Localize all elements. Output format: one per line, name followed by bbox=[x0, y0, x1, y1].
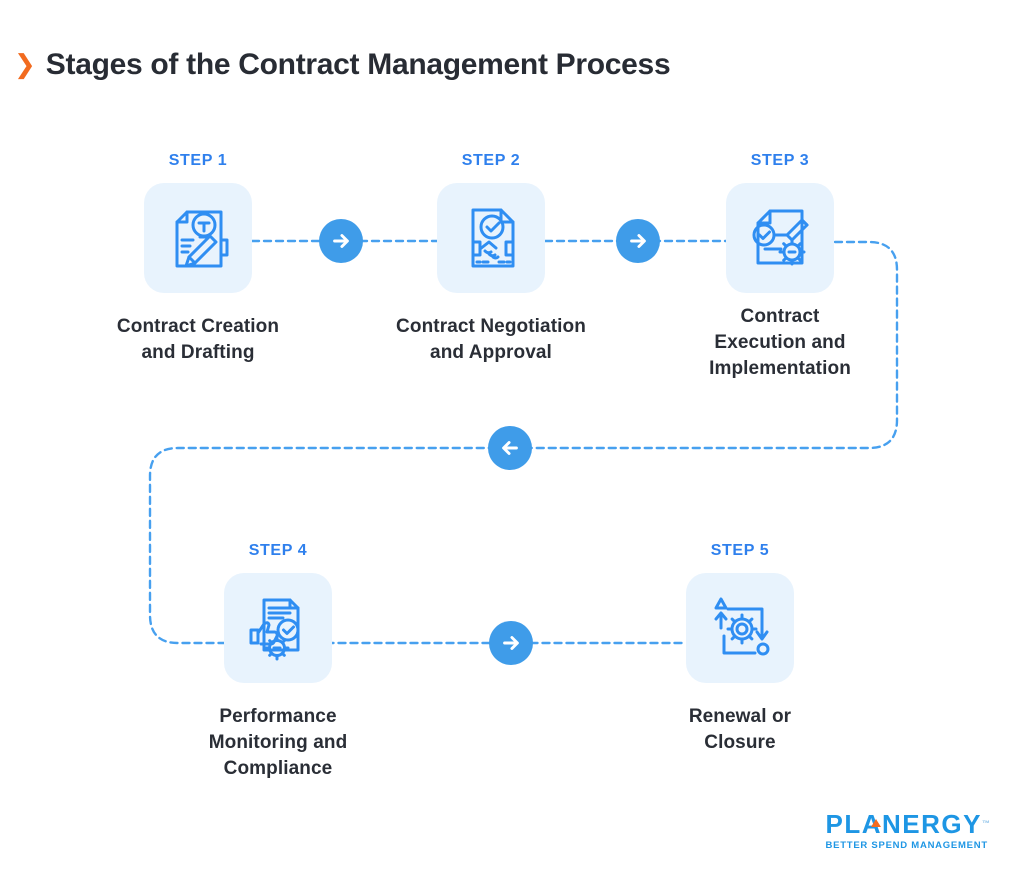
arrow-left-icon bbox=[488, 426, 532, 470]
step-4-label: STEP 4 bbox=[248, 542, 308, 559]
arrow-right-icon bbox=[319, 219, 363, 263]
step-5-caption: Renewal or Closure bbox=[688, 706, 792, 753]
step-2: STEP 2 Contract Negotiation and Approval bbox=[396, 152, 586, 363]
chevron-right-icon: ❯ bbox=[14, 49, 36, 79]
arrow-right-icon bbox=[489, 621, 533, 665]
step-3: STEP 3 Contract Execution and Implementa… bbox=[709, 152, 851, 379]
contract-negotiation-icon bbox=[471, 208, 515, 268]
step-2-label: STEP 2 bbox=[461, 152, 521, 169]
arrow-right-icon bbox=[616, 219, 660, 263]
logo-wordmark: PLANERGY™ bbox=[826, 810, 990, 838]
renewal-closure-icon bbox=[714, 597, 770, 656]
step-5: STEP 5 Renewal or Closure bbox=[686, 542, 794, 753]
contract-creation-icon bbox=[175, 210, 229, 268]
step-4-box bbox=[224, 573, 332, 683]
logo-tagline: BETTER SPEND MANAGEMENT bbox=[825, 840, 988, 851]
step-1-box bbox=[144, 183, 252, 293]
step-3-box bbox=[726, 183, 834, 293]
page-header: ❯ Stages of the Contract Management Proc… bbox=[14, 46, 671, 84]
planergy-logo: PLANERGY™ BETTER SPEND MANAGEMENT bbox=[826, 810, 990, 851]
step-3-label: STEP 3 bbox=[750, 152, 810, 169]
step-2-box bbox=[437, 183, 545, 293]
page-title: Stages of the Contract Management Proces… bbox=[45, 48, 671, 81]
step-4: STEP 4 Performance Monitoring and Compli… bbox=[209, 542, 347, 779]
step-1: STEP 1 Contract Creation and Drafting bbox=[117, 152, 279, 363]
step-3-caption: Contract Execution and Implementation bbox=[709, 306, 851, 379]
step-1-label: STEP 1 bbox=[168, 152, 228, 169]
trademark-symbol: ™ bbox=[982, 819, 990, 828]
logo-a-accent-icon bbox=[870, 819, 881, 827]
step-5-label: STEP 5 bbox=[710, 542, 770, 559]
step-4-caption: Performance Monitoring and Compliance bbox=[208, 706, 348, 779]
step-2-caption: Contract Negotiation and Approval bbox=[396, 316, 586, 363]
contract-execution-icon bbox=[752, 209, 809, 266]
step-5-box bbox=[686, 573, 794, 683]
step-1-caption: Contract Creation and Drafting bbox=[116, 316, 280, 363]
performance-monitoring-icon bbox=[249, 598, 300, 661]
logo-text: PLANERGY bbox=[825, 809, 982, 839]
